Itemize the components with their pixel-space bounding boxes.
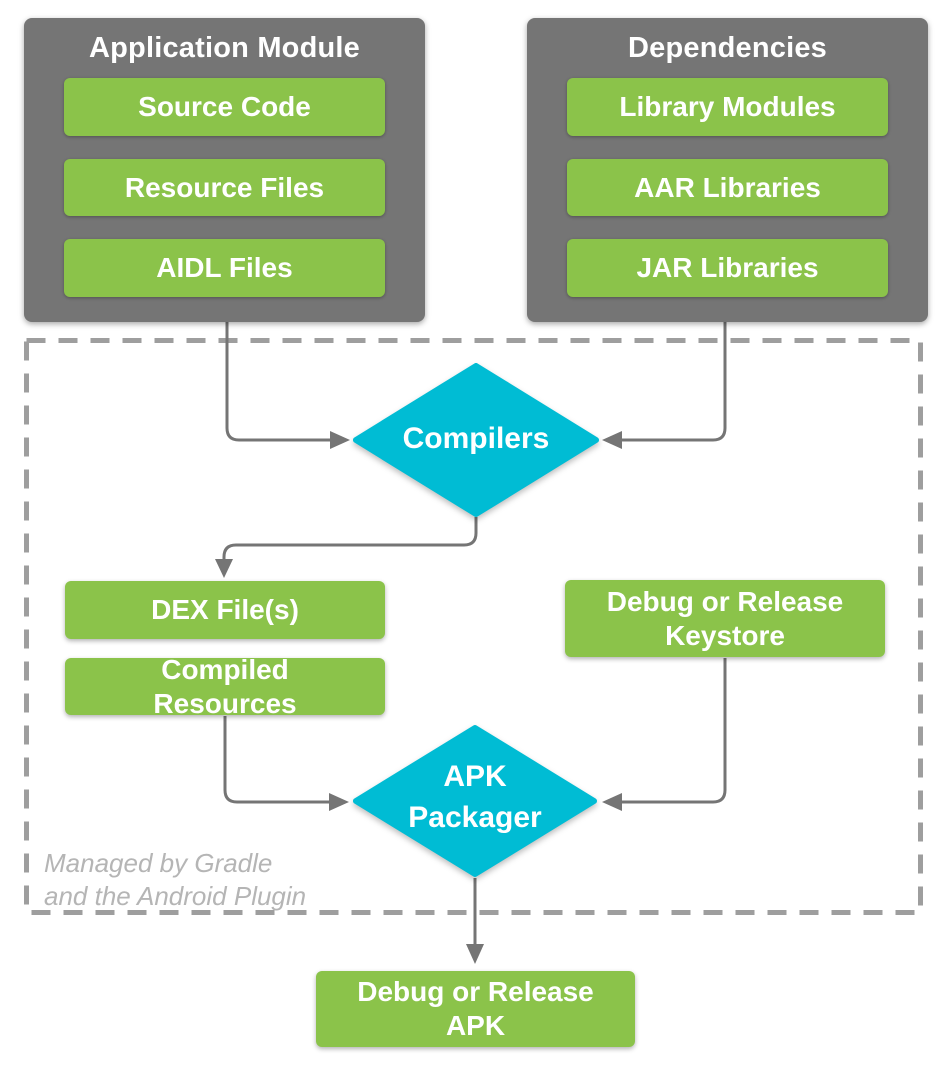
compilers-diamond-shape	[353, 363, 599, 517]
arrowhead-into-compilers-right	[602, 431, 622, 449]
connector-resources-to-packager	[223, 716, 329, 804]
connector-app-module-to-compilers	[225, 322, 330, 442]
arrowheads	[215, 431, 622, 964]
connectors	[222, 322, 727, 944]
arrowhead-into-packager-left	[329, 793, 349, 811]
arrowhead-into-output-apk	[466, 944, 484, 964]
arrowhead-into-packager-right	[602, 793, 622, 811]
connector-dependencies-to-compilers	[622, 322, 727, 442]
apk-packager-diamond-shape	[353, 725, 597, 877]
arrowhead-into-dex	[215, 559, 233, 578]
connector-compilers-to-dex	[222, 517, 478, 559]
connector-keystore-to-packager	[622, 658, 727, 804]
arrowhead-into-compilers-left	[330, 431, 350, 449]
